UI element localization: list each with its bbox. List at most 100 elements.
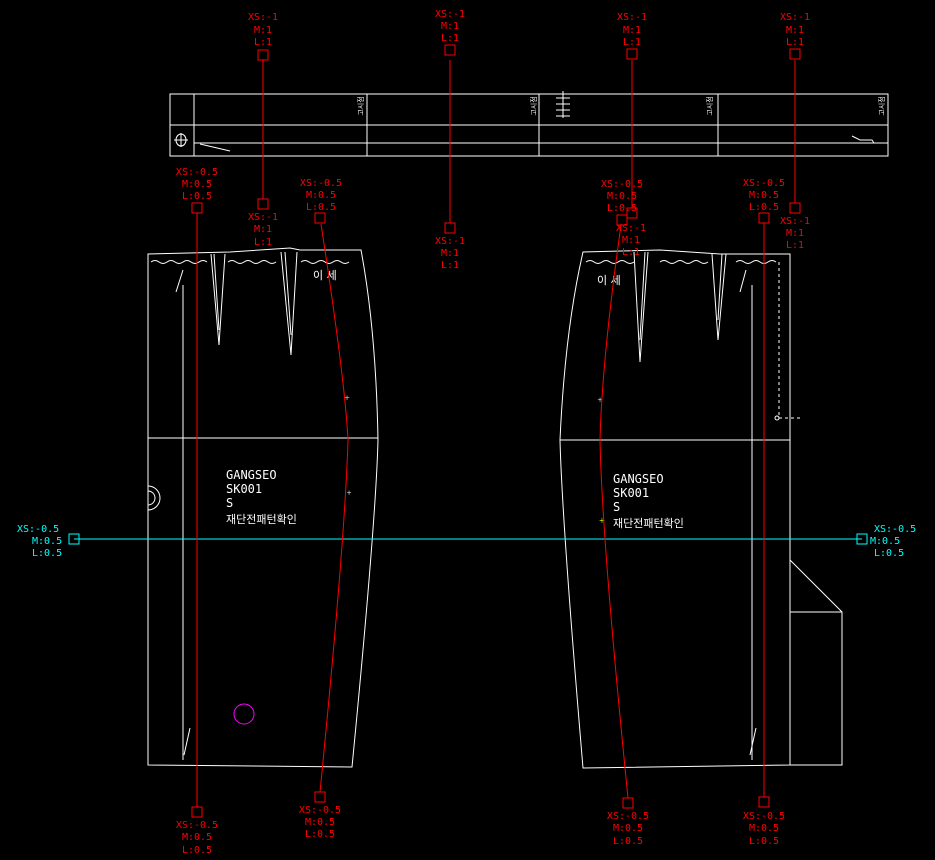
grade-label: M:0.5 <box>32 536 62 547</box>
dart <box>210 253 226 346</box>
grade-label-mid-3: XS:-1M:1L:1 <box>616 223 646 258</box>
grade-boxes-part <box>622 797 634 809</box>
piece-label-size: S <box>226 496 233 510</box>
grade-label-bottom-3-part: XS:-0.5 <box>607 811 649 822</box>
grade-label-upper-6: XS:-0.5M:0.5L:0.5 <box>300 178 342 213</box>
grade-boxes-part <box>444 44 456 56</box>
notch-sample <box>199 143 231 152</box>
grade-label-mid-4: XS:-1M:1L:1 <box>780 216 810 251</box>
pattern-piece-right-part <box>739 269 747 293</box>
grade-label: XS:-0.5 <box>17 524 59 535</box>
pattern-piece-left[interactable]: 이 세 GANGSEO SK001 S 재단전패턴확인 + + <box>147 247 379 768</box>
grade-boxes-part <box>616 214 628 226</box>
grade-label-top-1-part: L:1 <box>254 37 272 48</box>
grade-label-bottom-4-part: XS:-0.5 <box>743 811 785 822</box>
ladder-icon <box>556 91 570 118</box>
grade-label-top-1-part: M:1 <box>254 25 272 36</box>
grade-label-mid-1-part: M:1 <box>254 224 272 235</box>
piece-mark: 이 세 <box>313 269 337 282</box>
piece-label-style: SK001 <box>613 486 649 500</box>
pattern-piece-right[interactable]: 이 세 GANGSEO SK001 S 재단전패턴확인 + + <box>559 249 843 769</box>
grade-lines-part <box>599 224 629 799</box>
pocket-point <box>774 415 780 421</box>
table-header-1: 고시점 <box>357 96 365 115</box>
grade-label-upper-8: XS:-0.5M:0.5L:0.5 <box>743 178 785 213</box>
grade-label-bottom-2: XS:-0.5M:0.5L:0.5 <box>299 805 341 840</box>
grade-label-mid-2: XS:-1M:1L:1 <box>435 236 465 271</box>
grade-boxes-part <box>789 48 801 60</box>
grade-lines-part <box>319 223 349 793</box>
grade-label-bottom-1-part: M:0.5 <box>182 832 212 843</box>
grade-label-upper-8-part: XS:-0.5 <box>743 178 785 189</box>
grade-label-upper-6-part: M:0.5 <box>306 190 336 201</box>
dart <box>280 251 298 356</box>
pattern-piece-right-part <box>749 727 757 756</box>
piece-label-note: 재단전패턴확인 <box>226 513 297 526</box>
grade-boxes-part <box>314 212 326 224</box>
grade-label-upper-8-part: L:0.5 <box>749 202 779 213</box>
grainline-icon <box>174 133 188 147</box>
grade-label-upper-6-part: L:0.5 <box>306 202 336 213</box>
grade-label-top-3-part: XS:-1 <box>617 12 647 23</box>
grade-boxes-part <box>626 48 638 60</box>
grade-label-bottom-1-part: XS:-0.5 <box>176 820 218 831</box>
grade-label-top-3: XS:-1M:1L:1 <box>617 12 647 48</box>
grade-label-mid-3-part: XS:-1 <box>616 223 646 234</box>
grade-label-upper-7-part: M:0.5 <box>607 191 637 202</box>
grade-axis-horizontal[interactable]: XS:-0.5 M:0.5 L:0.5 XS:-0.5 M:0.5 L:0.5 <box>17 524 916 559</box>
title-table: 고시점 고시점 고시점 고시점 <box>169 91 889 157</box>
grade-label-mid-3-part: L:1 <box>622 247 640 258</box>
grade-label-top-2-part: XS:-1 <box>435 9 465 20</box>
cross-mark: + <box>344 393 349 403</box>
notch-circle <box>147 485 161 511</box>
grade-label: L:0.5 <box>32 548 62 559</box>
grade-lines[interactable]: XS:-1M:1L:1 XS:-1M:1L:1 XS:-1M:1L:1 XS:-… <box>176 9 810 856</box>
grade-label-upper-5-part: L:0.5 <box>182 191 212 202</box>
grade-label: XS:-0.5 <box>874 524 916 535</box>
grade-label-upper-6-part: XS:-0.5 <box>300 178 342 189</box>
grade-axis-horizontal-part <box>856 533 868 545</box>
grade-boxes-part <box>314 791 326 803</box>
grade-label-bottom-4-part: L:0.5 <box>749 836 779 847</box>
grade-boxes-part <box>626 207 638 219</box>
grade-label-mid-1-part: XS:-1 <box>248 212 278 223</box>
piece-label-brand: GANGSEO <box>226 468 277 482</box>
grade-label-mid-4-part: M:1 <box>786 228 804 239</box>
grade-label-top-4-part: L:1 <box>786 37 804 48</box>
grade-label-top-4: XS:-1M:1L:1 <box>780 12 810 48</box>
grade-boxes-part <box>758 212 770 224</box>
grade-label-upper-5-part: XS:-0.5 <box>176 167 218 178</box>
grade-label-upper-8-part: M:0.5 <box>749 190 779 201</box>
pattern-piece-left-part <box>147 247 379 768</box>
grade-label-top-2: XS:-1M:1L:1 <box>435 9 465 44</box>
grade-label-bottom-2-part: XS:-0.5 <box>299 805 341 816</box>
piece-label-size: S <box>613 500 620 514</box>
grade-label: M:0.5 <box>870 536 900 547</box>
grade-boxes-part <box>758 796 770 808</box>
grade-label-bottom-2-part: L:0.5 <box>305 829 335 840</box>
pattern-piece-left-part <box>183 727 191 756</box>
grade-label-top-2-part: M:1 <box>441 21 459 32</box>
grade-label-mid-3-part: M:1 <box>622 235 640 246</box>
piece-label-style: SK001 <box>226 482 262 496</box>
seam-mark <box>585 260 777 264</box>
grade-boxes-part <box>191 202 203 214</box>
grade-label-mid-4-part: XS:-1 <box>780 216 810 227</box>
grade-label-bottom-4: XS:-0.5M:0.5L:0.5 <box>743 811 785 847</box>
grade-label-mid-1: XS:-1M:1L:1 <box>248 212 278 248</box>
grade-label-top-2-part: L:1 <box>441 33 459 44</box>
drill-hole-marker <box>233 703 255 725</box>
grade-label-upper-7: XS:-0.5M:0.5L:0.5 <box>601 179 643 214</box>
grade-axis-horizontal-part <box>68 533 80 545</box>
grade-label-top-1: XS:-1M:1L:1 <box>248 12 278 48</box>
seam-mark <box>150 260 350 264</box>
cross-mark: + <box>597 395 602 405</box>
grade-label-upper-7-part: L:0.5 <box>607 203 637 214</box>
fly-extension <box>789 559 843 766</box>
piece-mark: 이 세 <box>597 274 621 287</box>
table-header-2: 고시점 <box>530 96 538 115</box>
grade-label-mid-1-part: L:1 <box>254 237 272 248</box>
pattern-piece-left-part <box>175 269 184 293</box>
grade-boxes-part <box>789 202 801 214</box>
